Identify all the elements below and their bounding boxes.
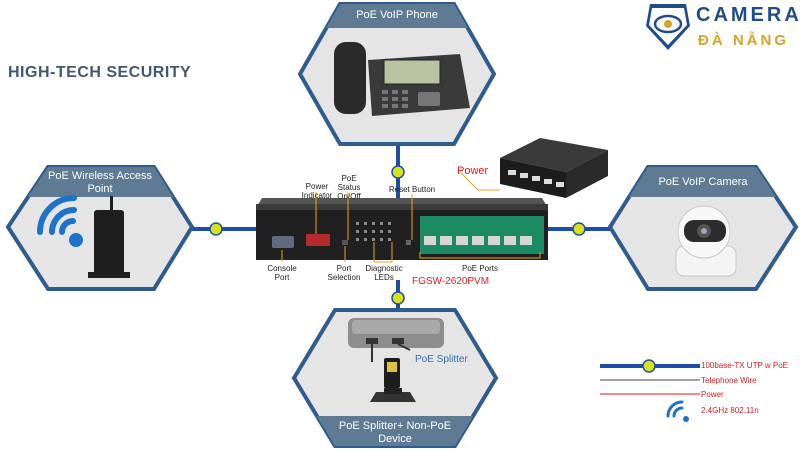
page-title: HIGH-TECH SECURITY	[8, 64, 192, 81]
label-power-indicator: Power Indicator	[301, 182, 333, 200]
splitter-image	[348, 318, 444, 402]
label-port-selection: Port Selection	[327, 264, 361, 282]
label-poe-ports: PoE Ports	[461, 264, 498, 273]
poe-switch	[256, 198, 548, 260]
label-power-supply: Power	[457, 165, 489, 177]
label-console-port: Console Port	[267, 264, 297, 282]
logo-text-camera: CAMERA	[696, 4, 800, 26]
logo-shield-icon	[646, 4, 690, 50]
switch-model-label: FGSW-2620PVM	[412, 276, 490, 287]
node-dot-right	[572, 222, 586, 236]
node-title-access-point: PoE Wireless Access Point	[48, 170, 152, 195]
label-poe-status: PoE Status On/Off	[337, 174, 361, 201]
legend-telephone-label: Telephone Wire	[701, 376, 757, 385]
legend-utp-label: 100base-TX UTP w PoE	[701, 361, 789, 370]
legend-power-label: Power	[701, 390, 724, 399]
node-dot-bottom	[391, 291, 405, 305]
connector-lines	[190, 144, 612, 310]
legend-graphics	[600, 359, 700, 422]
logo-text-danang: ĐÀ NẴNG	[698, 32, 789, 49]
voip-phone-image	[334, 42, 470, 116]
label-diagnostic-leds: Diagnostic LEDs	[365, 264, 403, 282]
label-poe-splitter: PoE Splitter	[415, 354, 468, 365]
node-dot-left	[209, 222, 223, 236]
callout-lines	[281, 171, 541, 263]
legend-wifi-label: 2.4GHz 802.11n	[701, 406, 759, 415]
node-dot-top	[391, 165, 405, 179]
access-point-image	[37, 195, 130, 278]
label-reset-button: Reset Button	[388, 185, 436, 194]
node-title-voip-phone: PoE VoIP Phone	[356, 9, 438, 21]
ip-camera-image	[675, 205, 737, 277]
node-title-splitter-device: PoE Splitter+ Non-PoE Device	[338, 420, 452, 445]
power-supply-image	[500, 138, 608, 198]
node-title-voip-camera: PoE VoIP Camera	[658, 176, 748, 188]
